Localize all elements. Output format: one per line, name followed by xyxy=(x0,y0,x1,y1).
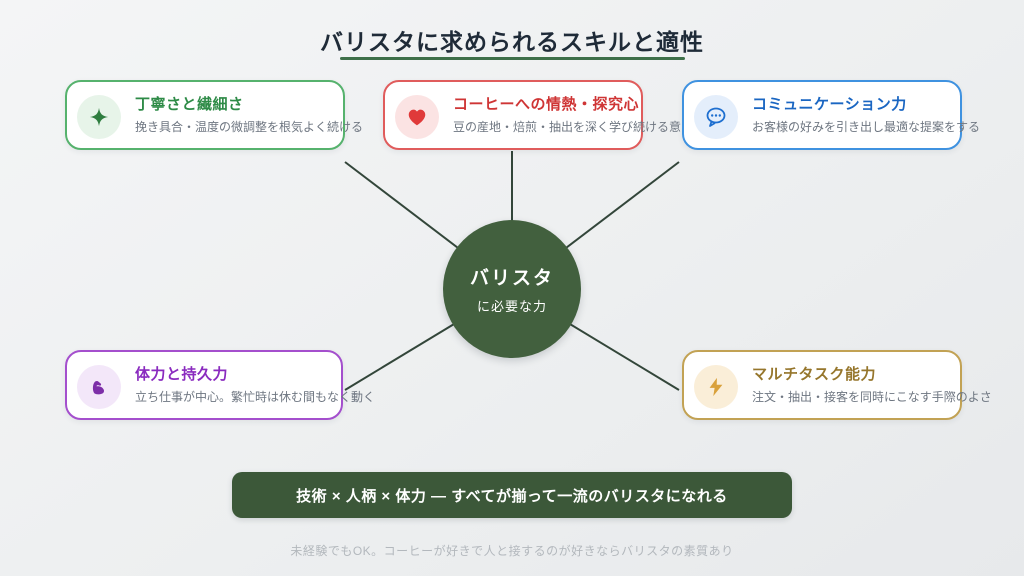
card-desc: 豆の産地・焙煎・抽出を深く学び続ける意 xyxy=(453,120,682,134)
card-desc: 注文・抽出・接客を同時にこなす手際のよさ xyxy=(752,390,992,404)
card-multitask: マルチタスク能力 注文・抽出・接客を同時にこなす手際のよさ xyxy=(682,350,992,420)
muscle-icon xyxy=(77,365,121,409)
card-title: 体力と持久力 xyxy=(135,366,229,383)
card-title: マルチタスク能力 xyxy=(752,366,877,383)
summary-banner: 技術 × 人柄 × 体力 — すべてが揃って一流のバリスタになれる xyxy=(232,472,792,518)
lightning-icon xyxy=(694,365,738,409)
card-title: 丁寧さと繊細さ xyxy=(135,96,244,113)
center-node: バリスタ に必要な力 xyxy=(443,220,581,358)
card-desc: 立ち仕事が中心。繁忙時は休む間もなく動く xyxy=(135,390,376,404)
heart-icon xyxy=(395,95,439,139)
center-subtitle: に必要な力 xyxy=(476,299,547,314)
center-title: バリスタ xyxy=(469,268,554,289)
card-passion: コーヒーへの情熱・探究心 豆の産地・焙煎・抽出を深く学び続ける意 xyxy=(383,80,681,150)
card-desc: お客様の好みを引き出し最適な提案をする xyxy=(752,120,981,134)
speech-bubble-icon xyxy=(694,95,738,139)
title-underline xyxy=(340,57,685,60)
page-title: バリスタに求められるスキルと適性 xyxy=(320,29,704,55)
card-desc: 挽き具合・温度の微調整を根気よく続ける xyxy=(135,120,364,134)
card-title: コミュニケーション力 xyxy=(752,96,907,113)
sparkle-icon xyxy=(77,95,121,139)
card-stamina: 体力と持久力 立ち仕事が中心。繁忙時は休む間もなく動く xyxy=(65,350,375,420)
card-carefulness: 丁寧さと繊細さ 挽き具合・温度の微調整を根気よく続ける xyxy=(65,80,363,150)
footer-note: 未経験でもOK。コーヒーが好きで人と接するのが好きならバリスタの素質あり xyxy=(290,544,734,558)
card-title: コーヒーへの情熱・探究心 xyxy=(453,96,640,113)
card-communication: コミュニケーション力 お客様の好みを引き出し最適な提案をする xyxy=(682,80,980,150)
